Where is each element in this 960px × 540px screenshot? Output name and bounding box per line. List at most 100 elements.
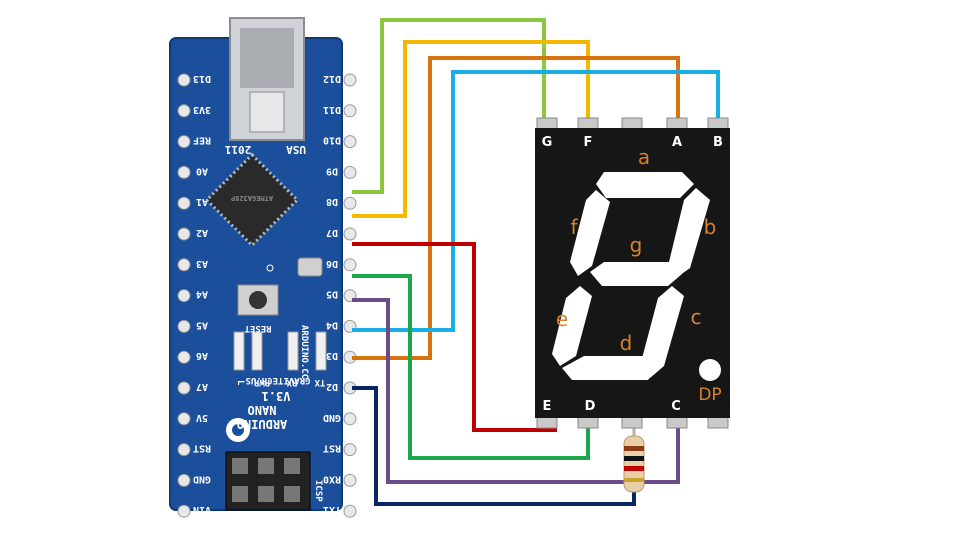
left-pin-hole [177,412,191,426]
left-pin-hole [177,473,191,487]
right-pin-hole [343,412,357,426]
pin-label-g: G [542,135,553,150]
right-pin-label: D2 [326,381,338,392]
right-pin-label: D4 [326,319,338,330]
left-pin-hole [177,227,191,241]
segment-e [552,286,592,366]
segment-c [640,286,684,378]
status-leds [233,331,327,371]
right-pin-hole [343,196,357,210]
icsp-header [225,451,311,511]
pin-label-c: C [671,399,681,414]
board-version: V3.1 [262,389,291,403]
display-bottom-pins [536,415,729,429]
seg-label-e: e [556,307,568,331]
right-pin-hole [343,443,357,457]
seven-segment-display: a b c d e f g DP G F A B E D C [535,117,730,429]
wire-d9-g [352,18,546,194]
right-pin-label: D6 [326,258,338,269]
right-pin-label: D9 [326,165,338,176]
right-pin-label: D8 [326,196,338,207]
reset-label: RESET [244,323,272,333]
chip-text: ATMEGA328P [231,194,273,202]
wire-d3-b [352,70,720,332]
led-label-pwr: PWR [253,377,270,387]
left-pin-label: REF [193,135,211,146]
left-pin-hole [177,104,191,118]
right-pin-label: RST [323,443,341,454]
left-pin-hole [177,381,191,395]
left-pin-label: 5V [196,412,208,423]
left-pin-label: 3V3 [193,104,211,115]
right-pin-label: TX1 [323,504,341,515]
left-pin-hole [177,504,191,518]
microcontroller-chip: ATMEGA328P [204,152,300,272]
wire-d6-d [352,274,590,460]
seg-label-b: b [704,215,717,239]
left-pin-label: A0 [196,165,208,176]
segment-dp [699,359,721,381]
left-pin-hole [177,165,191,179]
left-pin-label: A2 [196,227,208,238]
left-pin-label: A3 [196,258,208,269]
segment-d [562,356,658,380]
reset-button [237,284,279,316]
right-pin-label: GND [323,412,341,423]
left-pin-hole [177,196,191,210]
resistor [623,420,645,493]
arduino-cc-text: ARDUINO.CC [299,325,309,379]
wire-d2-a [352,56,680,360]
usb-connector [229,17,305,141]
usa-text: USA [286,143,306,156]
wire-gnd-resistor [352,386,636,506]
right-pin-hole [343,165,357,179]
right-pin-label: D7 [326,227,338,238]
left-pin-label: A6 [196,350,208,361]
seg-label-c: c [691,305,702,329]
crystal [297,257,323,277]
right-pin-label: D12 [323,73,341,84]
display-segments [552,172,721,381]
wire-d8-f [352,40,590,218]
left-pin-label: D13 [193,73,211,84]
right-pin-hole [343,73,357,87]
left-pin-label: A7 [196,381,208,392]
left-pin-label: RST [193,443,211,454]
right-pin-label: D5 [326,289,338,300]
right-pin-label: D3 [326,350,338,361]
seg-label-f: f [570,215,578,239]
pin-label-a: A [672,135,682,150]
left-pin-hole [177,319,191,333]
wires [352,18,720,506]
segment-a [596,172,694,198]
right-pin-hole [343,227,357,241]
left-pin-label: A1 [196,196,208,207]
year-text: 2011 [224,143,251,156]
segment-g [590,262,682,286]
right-pin-label: RX0 [323,473,341,484]
led-label-l: L [235,380,245,386]
left-pin-label: GND [193,473,211,484]
board-model: NANO [248,403,277,417]
pin-label-b: B [713,135,723,150]
board-name: ARDUINO [237,417,288,431]
left-pin-label: A5 [196,319,208,330]
right-pin-label: D10 [323,135,341,146]
left-pin-hole [177,258,191,272]
left-pin-label: VIN [193,504,211,515]
left-pin-label: A4 [196,289,208,300]
pin-label-e: E [543,399,552,414]
wire-d5-c [352,298,680,484]
seg-label-dp: DP [698,385,721,405]
left-pin-hole [177,350,191,364]
right-pin-hole [343,504,357,518]
left-pin-hole [177,73,191,87]
left-pin-hole [177,135,191,149]
seg-label-d: d [620,331,633,355]
led-label-rx: RX [286,377,297,387]
right-pin-hole [343,104,357,118]
